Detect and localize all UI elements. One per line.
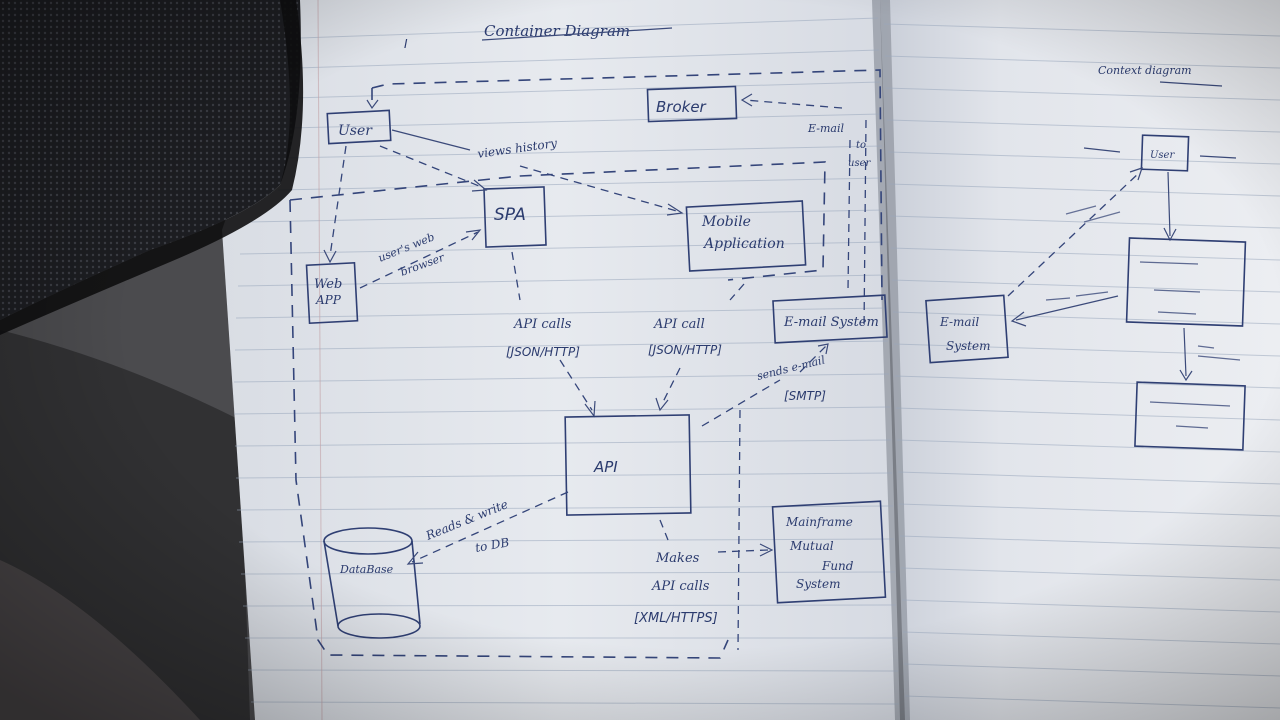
spa-api-calls-label-1: API calls [513,317,572,332]
web-app-label-2: APP [315,293,342,307]
svg-text:to: to [856,140,866,151]
mainframe-label-2: Mutual [789,539,834,553]
mobile-api-call-label-2: [JSON/HTTP] [648,343,722,357]
context-email-label-2: System [946,339,990,353]
mainframe-label-1: Mainframe [785,515,853,529]
api-label: API [593,458,618,476]
context-user-label: User [1150,150,1175,161]
context-email-label-1: E-mail [939,315,979,329]
email-to-user-label-1: E-mail [807,122,844,135]
email-system-label: E-mail System [783,315,879,330]
broker-label: Broker [656,98,707,116]
makes-api-label-2: API calls [651,579,710,594]
context-diagram-title: Context diagram [1098,64,1192,77]
makes-api-label-3: [XML/HTTPS] [634,611,718,626]
svg-text:I: I [404,37,408,51]
makes-api-label-1: Makes [655,551,700,566]
sends-email-label-2: [SMTP] [784,389,826,403]
right-page [880,0,1280,720]
database-label: DataBase [339,563,394,576]
mobile-app-label-1: Mobile [701,214,751,230]
mainframe-label-3: Fund [821,559,854,573]
mainframe-label-4: System [796,577,840,591]
mobile-app-label-2: Application [702,236,785,252]
spa-label: SPA [494,205,526,225]
mobile-api-call-label-1: API call [653,317,705,332]
user-label: User [338,123,373,139]
spa-api-calls-label-2: [JSON/HTTP] [506,345,580,359]
svg-text:user: user [848,158,871,169]
web-app-label-1: Web [314,277,342,292]
container-diagram-title: Container Diagram [484,22,630,40]
